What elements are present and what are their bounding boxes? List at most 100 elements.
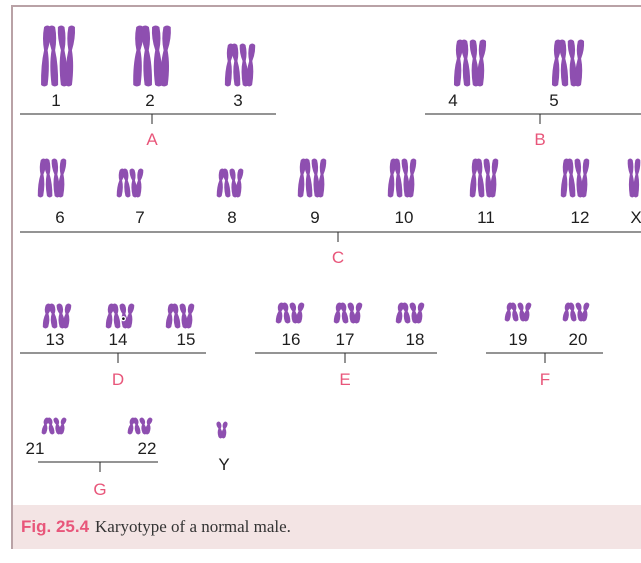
caption-label: Fig. 25.4 [21, 517, 90, 536]
group-label: A [146, 130, 158, 149]
chromatid [303, 158, 313, 198]
chromatid [62, 303, 72, 329]
chromosome-pair-2 [133, 25, 171, 87]
chromatid [151, 25, 163, 87]
chromatid [353, 302, 363, 324]
group-label: B [534, 130, 545, 149]
chromatid [221, 421, 228, 439]
chromatid [297, 158, 307, 198]
figure-frame [11, 5, 641, 505]
chromatid [566, 158, 576, 198]
chromosome-number: 17 [336, 330, 355, 349]
chromosome-pair-7 [116, 168, 144, 198]
chromatid [246, 43, 256, 87]
chromatid [317, 158, 327, 198]
chromatid [160, 25, 171, 87]
chromatid [65, 25, 76, 87]
chromatid [119, 303, 129, 329]
chromosome-number-y: Y [218, 455, 229, 474]
chromatid [568, 302, 577, 322]
chromosome-pair-18 [395, 302, 425, 324]
chromosome-pair-10 [387, 158, 417, 198]
chromosome-number: 5 [549, 91, 558, 110]
chromatid [395, 302, 405, 324]
chromosome-number: 15 [177, 330, 196, 349]
chromatid [122, 168, 131, 198]
chromatid [231, 43, 241, 87]
chromatid [633, 158, 641, 198]
chromatid [222, 168, 231, 198]
chromosome-pair-15 [165, 303, 195, 329]
chromatid [339, 302, 349, 324]
chromosome-number: 4 [448, 91, 457, 110]
chromatid [415, 302, 425, 324]
chromatid [46, 417, 55, 435]
group-label: G [93, 480, 106, 499]
chromatid [239, 43, 249, 87]
chromosome-number: 18 [406, 330, 425, 349]
chromatid [387, 158, 397, 198]
chromatid [37, 158, 47, 198]
chromosome-number: 6 [55, 208, 64, 227]
chromatid [165, 303, 175, 329]
chromatid [469, 158, 479, 198]
chromatid [48, 25, 59, 87]
chromosome-pair-1 [41, 25, 76, 87]
chromosome-number: 8 [227, 208, 236, 227]
chromatid [483, 158, 493, 198]
chromosome-pair-6 [37, 158, 67, 198]
chromosome-number: 2 [145, 91, 154, 110]
chromatid [460, 39, 471, 87]
satellite-dot [122, 317, 125, 320]
group-label: F [540, 370, 550, 389]
chromatid [523, 302, 532, 322]
chromatid [42, 303, 52, 329]
chromatid [407, 158, 417, 198]
chromatid [558, 39, 569, 87]
chromatid [453, 39, 464, 87]
chromatid [476, 39, 487, 87]
chromatid [627, 158, 635, 198]
chromatid [51, 158, 61, 198]
chromatid [129, 168, 138, 198]
chromosome-pair-4 [453, 39, 487, 87]
chromatid [116, 168, 125, 198]
chromosome-pair-9 [297, 158, 327, 198]
chromatid [560, 158, 570, 198]
chromatid [409, 302, 419, 324]
chromatid [510, 302, 519, 322]
chromatid [125, 303, 135, 329]
chromatid [171, 303, 181, 329]
chromosome-number: 19 [509, 330, 528, 349]
chromatid [58, 417, 67, 435]
chromatid [574, 158, 584, 198]
chromatid [581, 302, 590, 322]
chromatid [229, 168, 238, 198]
chromosome-number: 12 [571, 208, 590, 227]
chromatid [489, 158, 499, 198]
chromosome-pair-21 [41, 417, 67, 435]
chromosome-pair-13 [42, 303, 72, 329]
chromatid [216, 168, 225, 198]
chromatid [179, 303, 189, 329]
chromosome-number: 20 [569, 330, 588, 349]
chromosome-pair-8 [216, 168, 244, 198]
chromatid [57, 158, 67, 198]
chromatid [41, 25, 51, 87]
group-label: E [339, 370, 350, 389]
chromatid [135, 168, 144, 198]
chromosome-number: 16 [282, 330, 301, 349]
chromatid [504, 302, 513, 322]
chromatid [48, 303, 58, 329]
chromosome-pair-5 [551, 39, 585, 87]
chromosome-number: X [630, 208, 641, 227]
chromatid [41, 417, 50, 435]
chromatid [567, 39, 578, 87]
group-label: C [332, 248, 344, 267]
chromosome-Y [216, 421, 228, 439]
chromatid [393, 158, 403, 198]
chromosome-pair-12 [560, 158, 590, 198]
chromosome-number: 10 [395, 208, 414, 227]
